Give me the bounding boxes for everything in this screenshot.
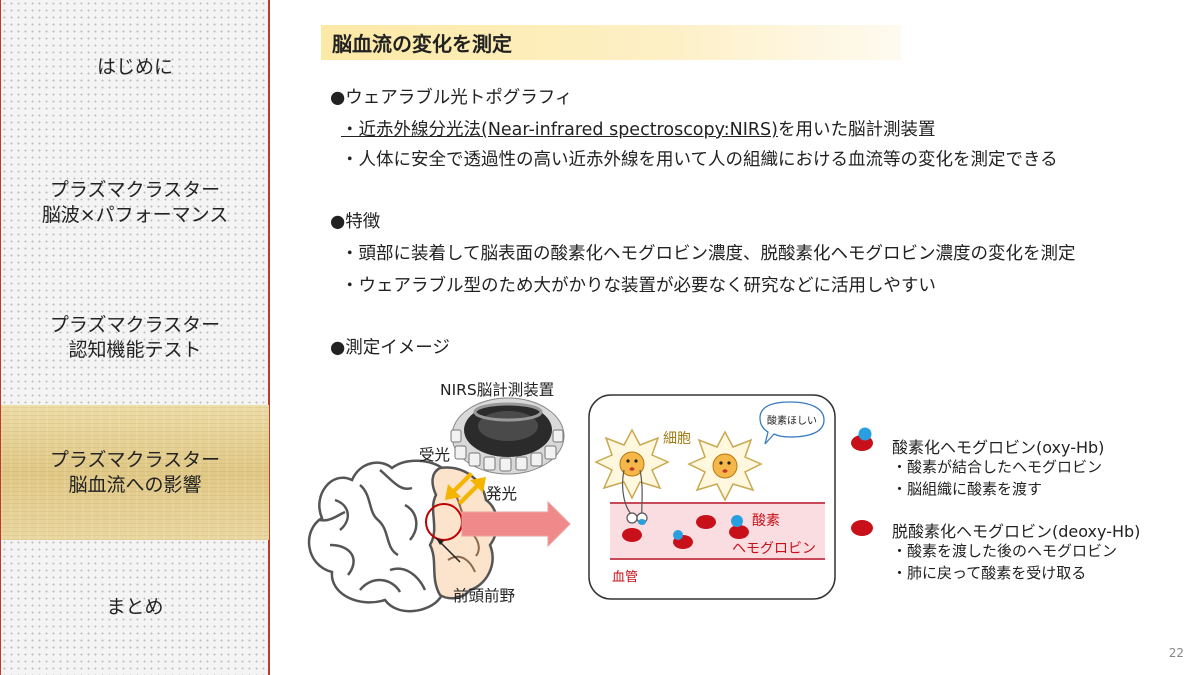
sidebar-item-label: プラズマクラスター 認知機能テスト xyxy=(49,313,221,361)
legend-oxy-line1: ・酸素が結合したヘモグロビン xyxy=(892,458,1103,476)
cell-left-icon xyxy=(594,428,670,500)
prefrontal-cortex-label: 前頭前野 xyxy=(453,587,516,605)
receive-light-label: 受光 xyxy=(419,446,451,464)
oxygen-label: 酸素 xyxy=(752,513,780,529)
section-heading-features: ●特徴 xyxy=(330,212,381,232)
nirs-term: ・近赤外線分光法(Near-infrared spectroscopy:NIRS… xyxy=(341,120,778,140)
sidebar-item-brainwave-performance[interactable]: プラズマクラスター 脳波×パフォーマンス xyxy=(1,135,269,270)
speech-bubble-text: 酸素ほしい xyxy=(767,416,817,427)
legend-deoxy-line2: ・肺に戻って酸素を受け取る xyxy=(892,564,1087,582)
cell-label: 細胞 xyxy=(663,431,691,447)
blood-vessel xyxy=(610,503,825,559)
sidebar-item-label: まとめ xyxy=(106,596,164,618)
bullet-feature-wearable: ・ウェアラブル型のため大がかりな装置が必要なく研究などに活用しやすい xyxy=(341,276,936,296)
hemoglobin-label: ヘモグロビン xyxy=(732,541,816,557)
magnify-arrow-icon xyxy=(461,500,571,548)
bullet-feature-measure: ・頭部に装着して脳表面の酸素化ヘモグロビン濃度、脱酸素化ヘモグロビン濃度の変化を… xyxy=(341,244,1076,264)
hemoglobin-group xyxy=(622,515,749,549)
sidebar-item-cerebral-blood-flow[interactable]: プラズマクラスター 脳血流への影響 xyxy=(1,405,269,540)
section-heading-measurement-image: ●測定イメージ xyxy=(330,338,450,358)
speech-bubble-icon xyxy=(759,401,825,445)
sidebar-item-introduction[interactable]: はじめに xyxy=(1,0,269,135)
nirs-device-label: NIRS脳計測装置 xyxy=(440,381,555,399)
sidebar-item-label: はじめに xyxy=(96,56,173,78)
cell-right-icon xyxy=(687,430,763,502)
nirs-term-rest: を用いた脳計測装置 xyxy=(777,120,936,140)
page-title: 脳血流の変化を測定 xyxy=(332,32,512,56)
emit-light-arrow-icon xyxy=(458,477,486,505)
legend-oxy-title: 酸素化ヘモグロビン(oxy-Hb) xyxy=(892,438,1105,457)
receive-light-arrow-icon xyxy=(445,472,473,500)
sidebar: はじめに プラズマクラスター 脳波×パフォーマンス プラズマクラスター 認知機能… xyxy=(0,0,270,675)
bullet-nirs-definition: ・近赤外線分光法(Near-infrared spectroscopy:NIRS… xyxy=(341,116,935,141)
sidebar-item-label: プラズマクラスター 脳血流への影響 xyxy=(49,448,221,496)
blood-vessel-label: 血管 xyxy=(612,570,639,585)
legend-oxy-line2: ・脳組織に酸素を渡す xyxy=(892,480,1043,498)
legend-deoxy-line1: ・酸素を渡した後のヘモグロビン xyxy=(892,542,1118,560)
sidebar-item-label: プラズマクラスター 脳波×パフォーマンス xyxy=(41,178,229,226)
section-heading-wearable: ●ウェアラブル光トポグラフィ xyxy=(330,88,573,108)
sidebar-item-cognitive-test[interactable]: プラズマクラスター 認知機能テスト xyxy=(1,270,269,405)
bullet-safety: ・人体に安全で透過性の高い近赤外線を用いて人の組織における血流等の変化を測定でき… xyxy=(341,150,1058,170)
light-arrows xyxy=(445,472,486,505)
page-title-bar: 脳血流の変化を測定 xyxy=(321,25,901,60)
sidebar-item-summary[interactable]: まとめ xyxy=(1,540,269,675)
nirs-device-image xyxy=(450,397,565,475)
deoxy-hb-icon xyxy=(851,520,873,536)
oxy-hb-icon xyxy=(851,427,873,451)
emit-light-label: 発光 xyxy=(486,485,518,503)
page-number: 22 xyxy=(1168,646,1184,660)
brain-illustration xyxy=(307,459,499,613)
legend-deoxy-title: 脱酸素化ヘモグロビン(deoxy-Hb) xyxy=(892,522,1141,541)
